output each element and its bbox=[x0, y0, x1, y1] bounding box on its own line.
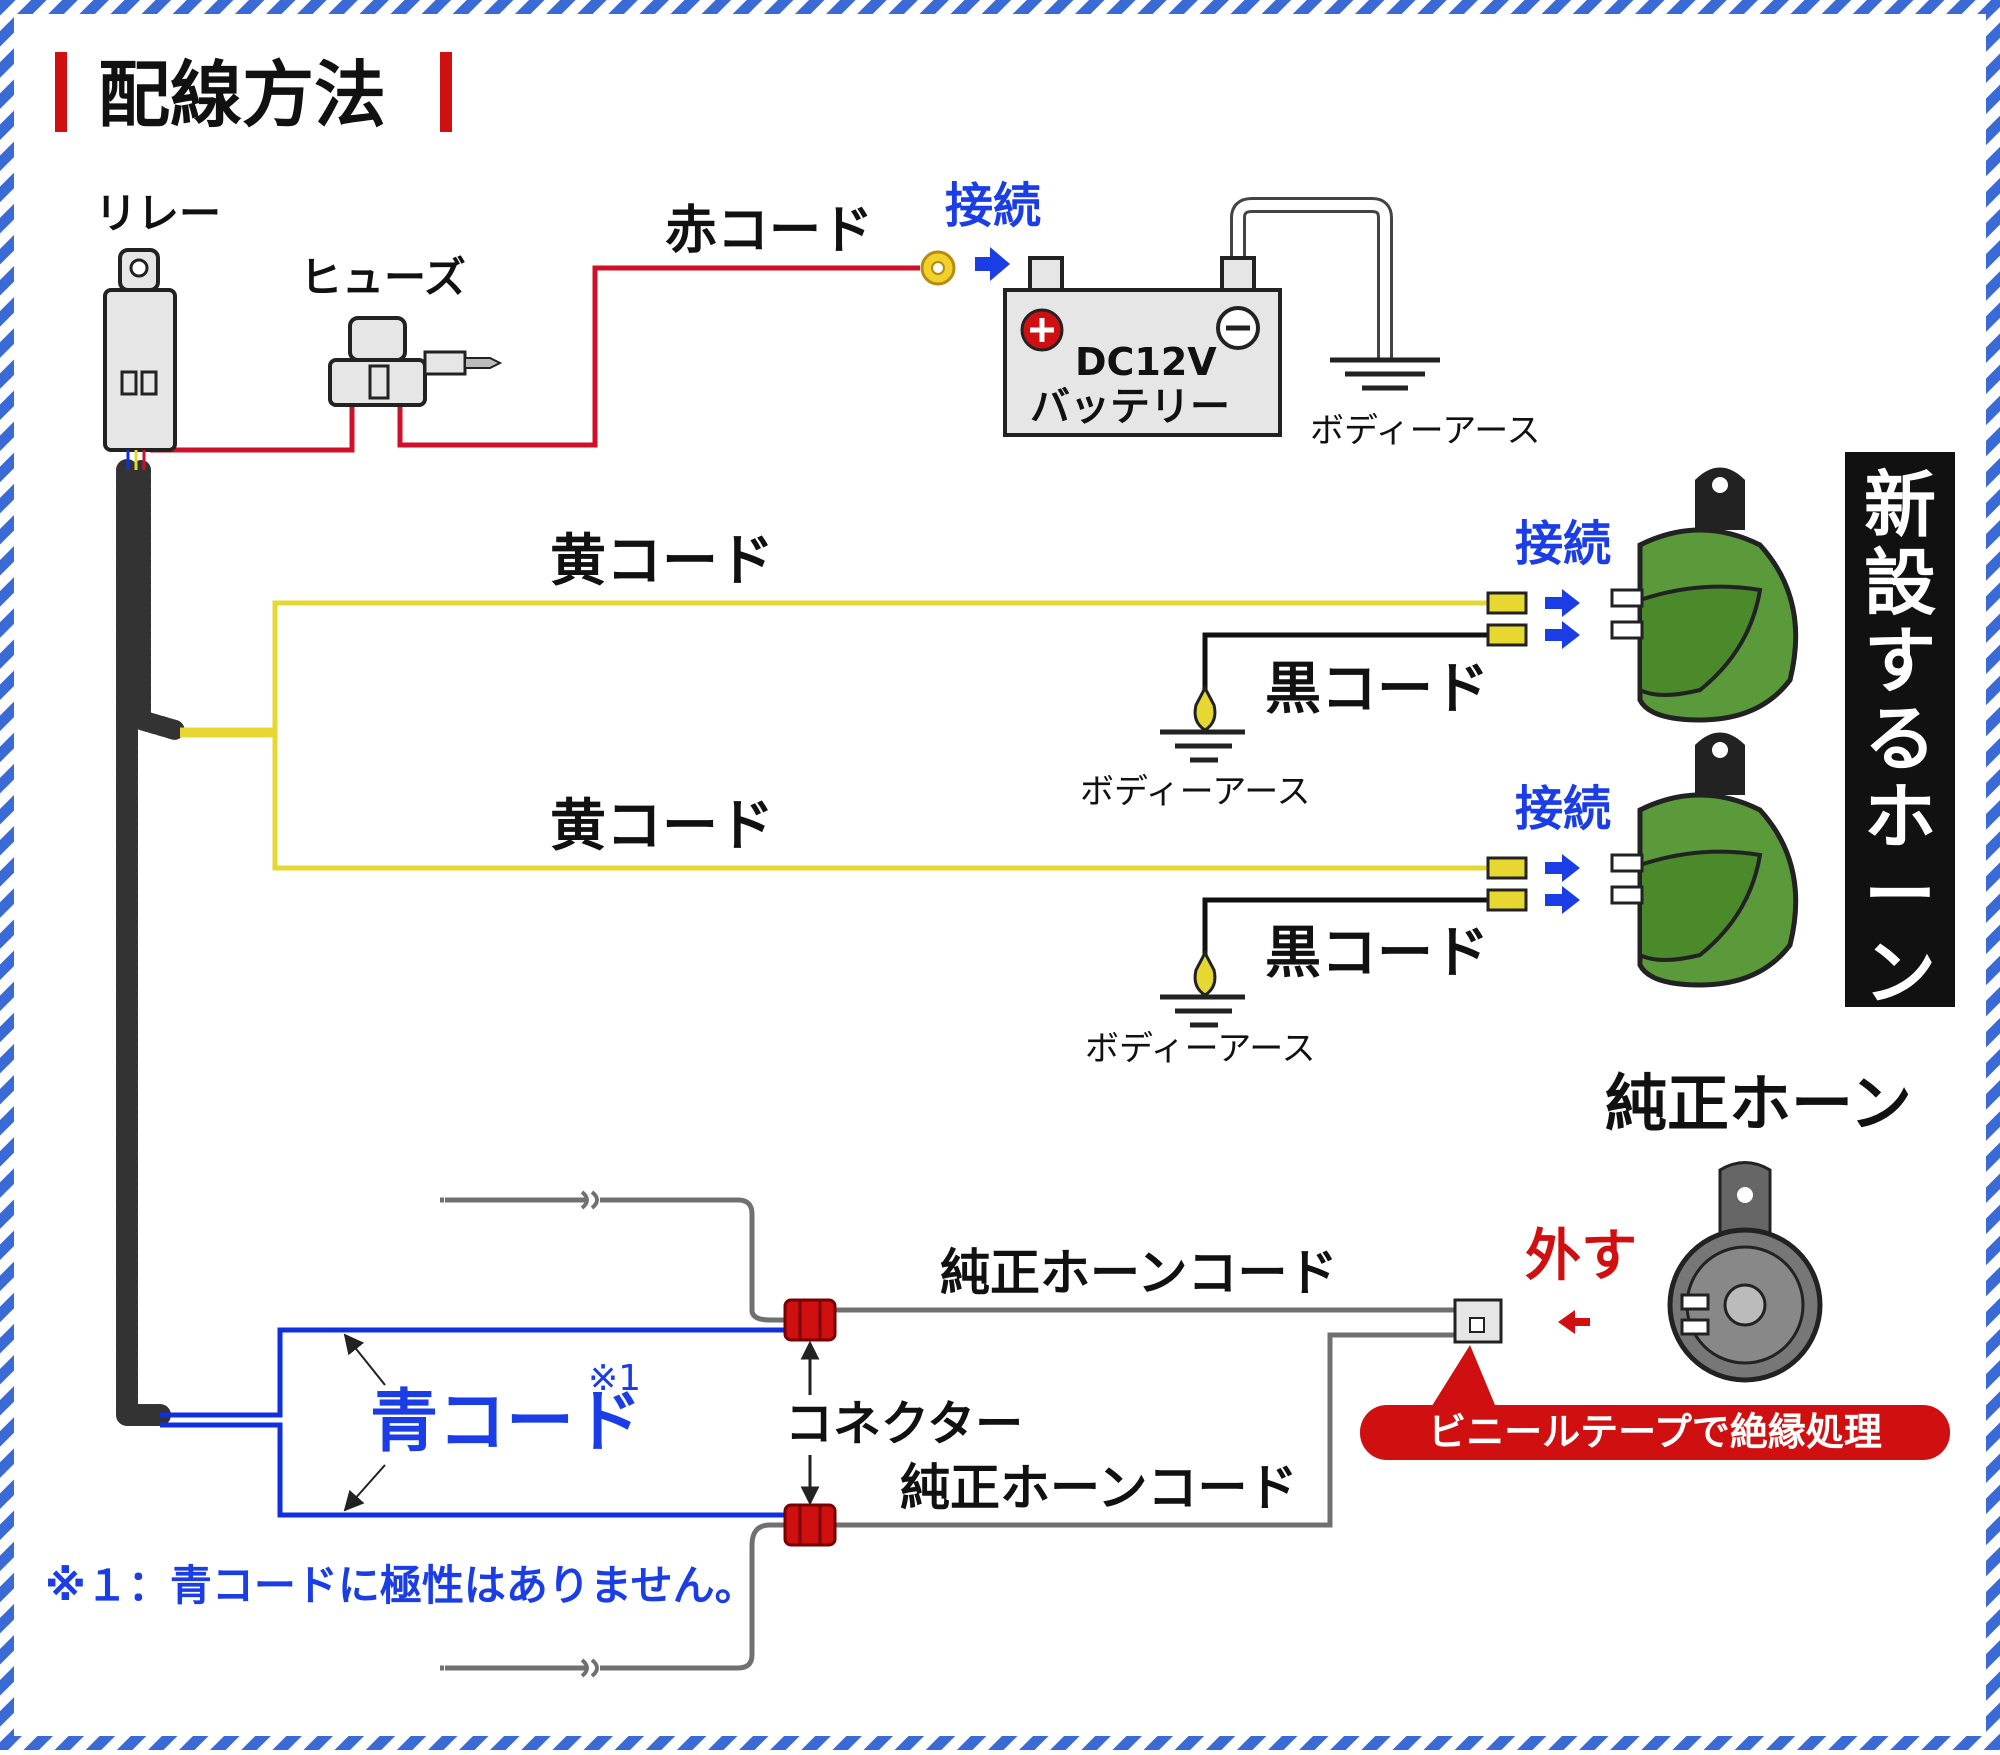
ground-icon bbox=[1330, 357, 1440, 391]
wire-break-symbol bbox=[580, 1190, 599, 1678]
black-cord-label-2: 黒コード bbox=[1265, 921, 1489, 986]
new-horn-label: 新設するホーン bbox=[1864, 463, 1936, 1015]
ground-icon-horn-2 bbox=[1160, 949, 1245, 1028]
fuse-label: ヒューズ bbox=[300, 253, 466, 302]
blue-cord-label: 青コード bbox=[370, 1383, 642, 1462]
horn-icon-new-1 bbox=[1610, 467, 1799, 723]
oem-horn-cord-label-1: 純正ホーンコード bbox=[940, 1244, 1338, 1302]
body-earth-horn-2: ボディーアース bbox=[1085, 1029, 1316, 1069]
harness-tube bbox=[116, 459, 185, 1426]
connect-arrow-icon bbox=[975, 247, 1010, 281]
gray-wire bbox=[445, 1197, 1455, 1671]
oem-horn-cord-label-2: 純正ホーンコード bbox=[900, 1459, 1298, 1517]
spade-connectors-horn-2 bbox=[1486, 856, 1528, 912]
connect-label-horn-2: 接続 bbox=[1515, 781, 1611, 837]
relay-label: リレー bbox=[95, 189, 221, 238]
footnote: ※１：青コードに極性はありません。 bbox=[45, 1561, 757, 1610]
black-cord-label-1: 黒コード bbox=[1265, 657, 1489, 722]
body-earth-battery: ボディーアース bbox=[1310, 411, 1541, 451]
gray-wire-dotted bbox=[440, 1197, 490, 1671]
ground-icon-horn-1 bbox=[1160, 684, 1245, 763]
blue-cord-note-mark: ※1 bbox=[588, 1358, 641, 1399]
yellow-cord-label-2: 黄コード bbox=[550, 794, 774, 859]
connect-arrows-horn bbox=[1545, 589, 1580, 914]
title-bar-right bbox=[440, 52, 452, 132]
connector-icon-top bbox=[783, 1298, 837, 1342]
red-wire bbox=[150, 265, 920, 453]
blue-cord-pointers bbox=[343, 1333, 386, 1512]
connector-label: コネクター bbox=[785, 1396, 1023, 1452]
battery-voltage: DC12V bbox=[1075, 340, 1217, 384]
battery-icon bbox=[1003, 256, 1282, 437]
insulate-label: ビニールテープで絶縁処理 bbox=[1428, 1410, 1882, 1454]
remove-label: 外す bbox=[1525, 1224, 1637, 1289]
relay-icon bbox=[103, 248, 177, 470]
blue-wire bbox=[160, 1327, 790, 1518]
black-wire bbox=[1202, 632, 1490, 955]
new-horn-label-box: 新設するホーン bbox=[1845, 452, 1955, 1015]
connect-label-horn-1: 接続 bbox=[1515, 516, 1611, 572]
red-cord-label: 赤コード bbox=[665, 201, 873, 261]
title-bar-left bbox=[55, 52, 67, 132]
horn-icon-oem bbox=[1667, 1161, 1823, 1383]
page-title: 配線方法 bbox=[98, 53, 386, 137]
battery-label: バッテリー bbox=[1030, 384, 1230, 430]
spade-connectors-horn-1 bbox=[1486, 591, 1528, 647]
fuse-icon bbox=[328, 316, 503, 407]
oem-horn-label: 純正ホーン bbox=[1605, 1067, 1912, 1140]
yellow-wire bbox=[180, 600, 1490, 871]
body-earth-horn-1: ボディーアース bbox=[1080, 772, 1311, 812]
remove-arrow-icon bbox=[1558, 1310, 1590, 1334]
title-block: 配線方法 bbox=[55, 52, 452, 137]
yellow-cord-label-1: 黄コード bbox=[550, 529, 774, 594]
connector-icon-bottom bbox=[783, 1503, 837, 1547]
battery-ground-wire bbox=[1230, 197, 1393, 358]
connect-label-battery: 接続 bbox=[945, 178, 1041, 234]
insulate-callout: ビニールテープで絶縁処理 bbox=[1360, 1345, 1950, 1460]
horn-icon-new-2 bbox=[1610, 732, 1799, 988]
connector-arrows bbox=[800, 1340, 820, 1506]
